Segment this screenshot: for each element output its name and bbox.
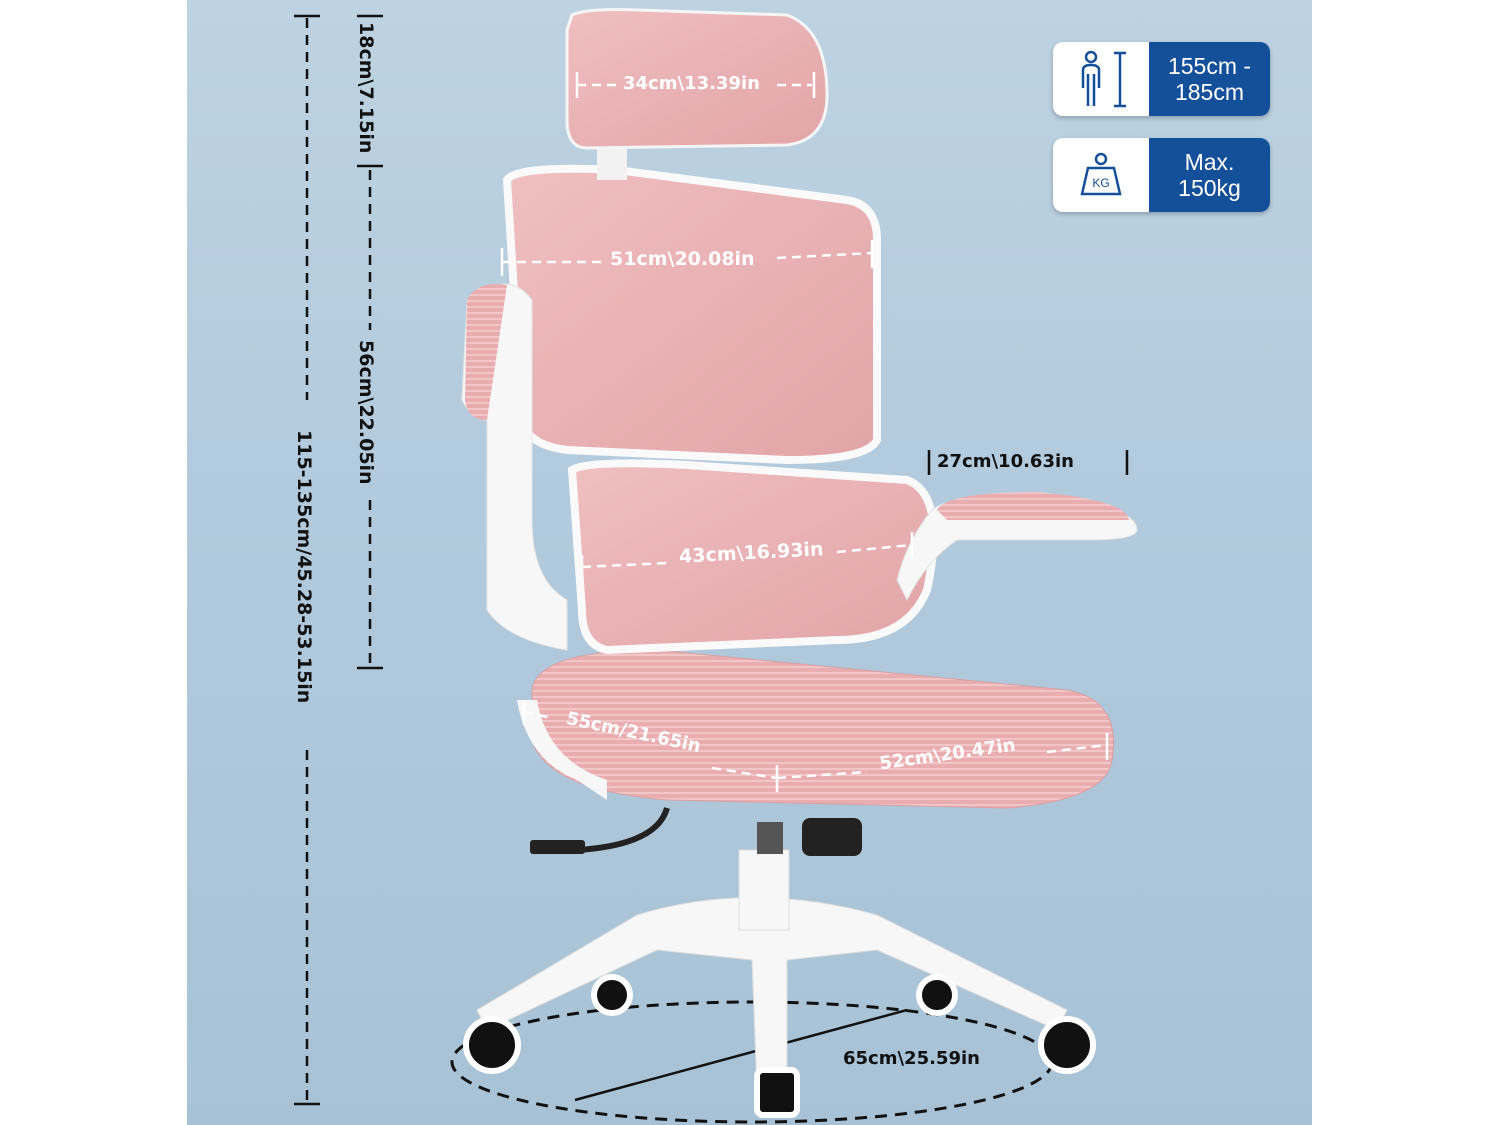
armrest-length-label: 27cm\10.63in bbox=[937, 451, 1074, 472]
backrest-height-label: 56cm\22.05in bbox=[355, 340, 377, 485]
backrest-width-label: 51cm\20.08in bbox=[610, 248, 755, 270]
user-height-badge: 155cm - 185cm bbox=[1053, 42, 1270, 116]
person-height-icon bbox=[1081, 50, 1126, 108]
chair-illustration bbox=[294, 8, 1138, 1124]
headrest-height-label: 18cm\7.15in bbox=[355, 22, 377, 154]
height-range-line2: 185cm bbox=[1174, 79, 1245, 105]
base-diameter-label: 65cm\25.59in bbox=[843, 1048, 980, 1069]
height-range-line1: 155cm - bbox=[1167, 53, 1252, 79]
svg-text:KG: KG bbox=[1092, 176, 1109, 190]
max-weight-line1: Max. bbox=[1184, 149, 1235, 175]
kg-weight-icon: KG bbox=[1080, 152, 1122, 196]
max-weight-badge: KG Max. 150kg bbox=[1053, 138, 1270, 212]
total-height-label: 115-135cm/45.28-53.15in bbox=[293, 430, 315, 704]
headrest-width-label: 34cm\13.39in bbox=[623, 73, 760, 94]
product-image-panel: 18cm\7.15in 56cm\22.05in 115-135cm/45.28… bbox=[187, 0, 1312, 1125]
max-weight-line2: 150kg bbox=[1178, 175, 1241, 201]
